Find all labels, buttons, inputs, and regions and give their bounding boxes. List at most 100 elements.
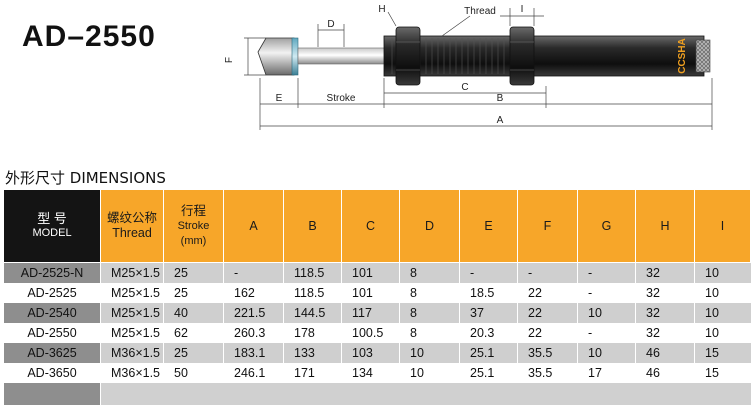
cell-d: 8 (399, 303, 460, 323)
cell-d: 8 (399, 262, 460, 283)
label-stroke: Stroke (327, 93, 356, 104)
header-stroke-sub: Stroke (177, 219, 210, 232)
cell-h: 32 (635, 283, 695, 303)
header-b: B (283, 189, 342, 263)
header-stroke-unit: (mm) (180, 234, 207, 247)
cell-e: 25.1 (459, 363, 518, 383)
cell-i: 10 (694, 303, 751, 323)
table-row: AD-3625 M36×1.5 25 183.1 133 103 10 25.1… (3, 343, 751, 363)
table-row: AD-2540 M25×1.5 40 221.5 144.5 117 8 37 … (3, 303, 751, 323)
cell-i: 10 (694, 262, 751, 283)
header-f: F (517, 189, 578, 263)
cell-f: 22 (517, 303, 578, 323)
label-a: A (497, 115, 504, 126)
cell-d: 8 (399, 283, 460, 303)
header-c: C (341, 189, 400, 263)
cell-e: - (459, 262, 518, 283)
cell-c: 103 (341, 343, 400, 363)
table-header-row: 型 号 MODEL 螺纹公称 Thread 行程 Stroke (mm) A B… (3, 189, 751, 263)
cell-thread: M25×1.5 (100, 262, 164, 283)
table-row: AD-3650 M36×1.5 50 246.1 171 134 10 25.1… (3, 363, 751, 383)
cell-thread: M25×1.5 (100, 283, 164, 303)
thread-lines (391, 38, 505, 74)
cell-i: 15 (694, 363, 751, 383)
cell-c: 117 (341, 303, 400, 323)
cell-b: 133 (283, 343, 342, 363)
cell-g: 10 (577, 303, 636, 323)
header-h: H (635, 189, 695, 263)
cell-model: AD-2525-N (3, 262, 101, 283)
label-c: C (461, 82, 468, 93)
cell-a: 183.1 (223, 343, 284, 363)
bumper-cap (257, 37, 295, 76)
cell-d: 10 (399, 363, 460, 383)
product-title: AD–2550 (22, 20, 156, 53)
cell-model: AD-2540 (3, 303, 101, 323)
cell-b: 118.5 (283, 283, 342, 303)
label-b: B (497, 93, 504, 104)
cell-e: 37 (459, 303, 518, 323)
header-e: E (459, 189, 518, 263)
cell-e: 25.1 (459, 343, 518, 363)
header-model-main: 型 号 (37, 211, 67, 226)
cell-i: 10 (694, 323, 751, 343)
cell-f: 22 (517, 323, 578, 343)
cell-stroke: 25 (163, 343, 224, 363)
label-d: D (327, 19, 334, 30)
cell-model: AD-2550 (3, 323, 101, 343)
cell-f: 35.5 (517, 343, 578, 363)
table-row: AD-2525-N M25×1.5 25 - 118.5 101 8 - - -… (3, 262, 751, 283)
cell-thread: M36×1.5 (100, 343, 164, 363)
piston-rod (297, 47, 387, 65)
cell-stroke: 25 (163, 262, 224, 283)
cell-a: - (223, 262, 284, 283)
cell-model: AD-3650 (3, 363, 101, 383)
cell-stroke: 40 (163, 303, 224, 323)
cell-h: 32 (635, 323, 695, 343)
cell-e: 20.3 (459, 323, 518, 343)
cell-g: 17 (577, 363, 636, 383)
label-e: E (276, 93, 283, 104)
cell-f: 35.5 (517, 363, 578, 383)
cylinder-body (383, 35, 705, 77)
header-thread: 螺纹公称 Thread (100, 189, 164, 263)
cell-thread: M36×1.5 (100, 363, 164, 383)
table-row: AD-2550 M25×1.5 62 260.3 178 100.5 8 20.… (3, 323, 751, 343)
cell-stroke: 25 (163, 283, 224, 303)
cell-model: AD-2525 (3, 283, 101, 303)
cell-d: 8 (399, 323, 460, 343)
brand-mark: CCSHA (677, 38, 688, 74)
cell-h: 46 (635, 343, 695, 363)
cell-g: - (577, 283, 636, 303)
shock-absorber-diagram: CCSHA D F H Thread (224, 4, 713, 130)
header-stroke-main: 行程 (180, 203, 206, 218)
cell-i: 15 (694, 343, 751, 363)
label-h: H (378, 4, 385, 15)
cell-f: - (517, 262, 578, 283)
cell-g: - (577, 262, 636, 283)
cell-stroke: 50 (163, 363, 224, 383)
rear-nut (509, 26, 535, 86)
cell-g: - (577, 323, 636, 343)
cell-c: 134 (341, 363, 400, 383)
cell-model-empty (3, 383, 101, 405)
cell-f: 22 (517, 283, 578, 303)
cell-stroke: 62 (163, 323, 224, 343)
cap-ring (291, 37, 299, 76)
section-title: 外形尺寸 DIMENSIONS (5, 169, 166, 187)
cell-c: 101 (341, 283, 400, 303)
header-thread-main: 螺纹公称 (106, 211, 157, 225)
cell-h: 32 (635, 303, 695, 323)
dimensions-table: 型 号 MODEL 螺纹公称 Thread 行程 Stroke (mm) A B… (3, 189, 751, 405)
label-thread: Thread (464, 6, 496, 17)
cell-a: 260.3 (223, 323, 284, 343)
cell-thread: M25×1.5 (100, 323, 164, 343)
header-i: I (694, 189, 751, 263)
cell-empty (100, 383, 751, 405)
header-model-sub: MODEL (32, 227, 72, 239)
cell-a: 221.5 (223, 303, 284, 323)
cell-h: 46 (635, 363, 695, 383)
header-d: D (399, 189, 460, 263)
cell-model: AD-3625 (3, 343, 101, 363)
header-thread-sub: Thread (112, 226, 152, 240)
